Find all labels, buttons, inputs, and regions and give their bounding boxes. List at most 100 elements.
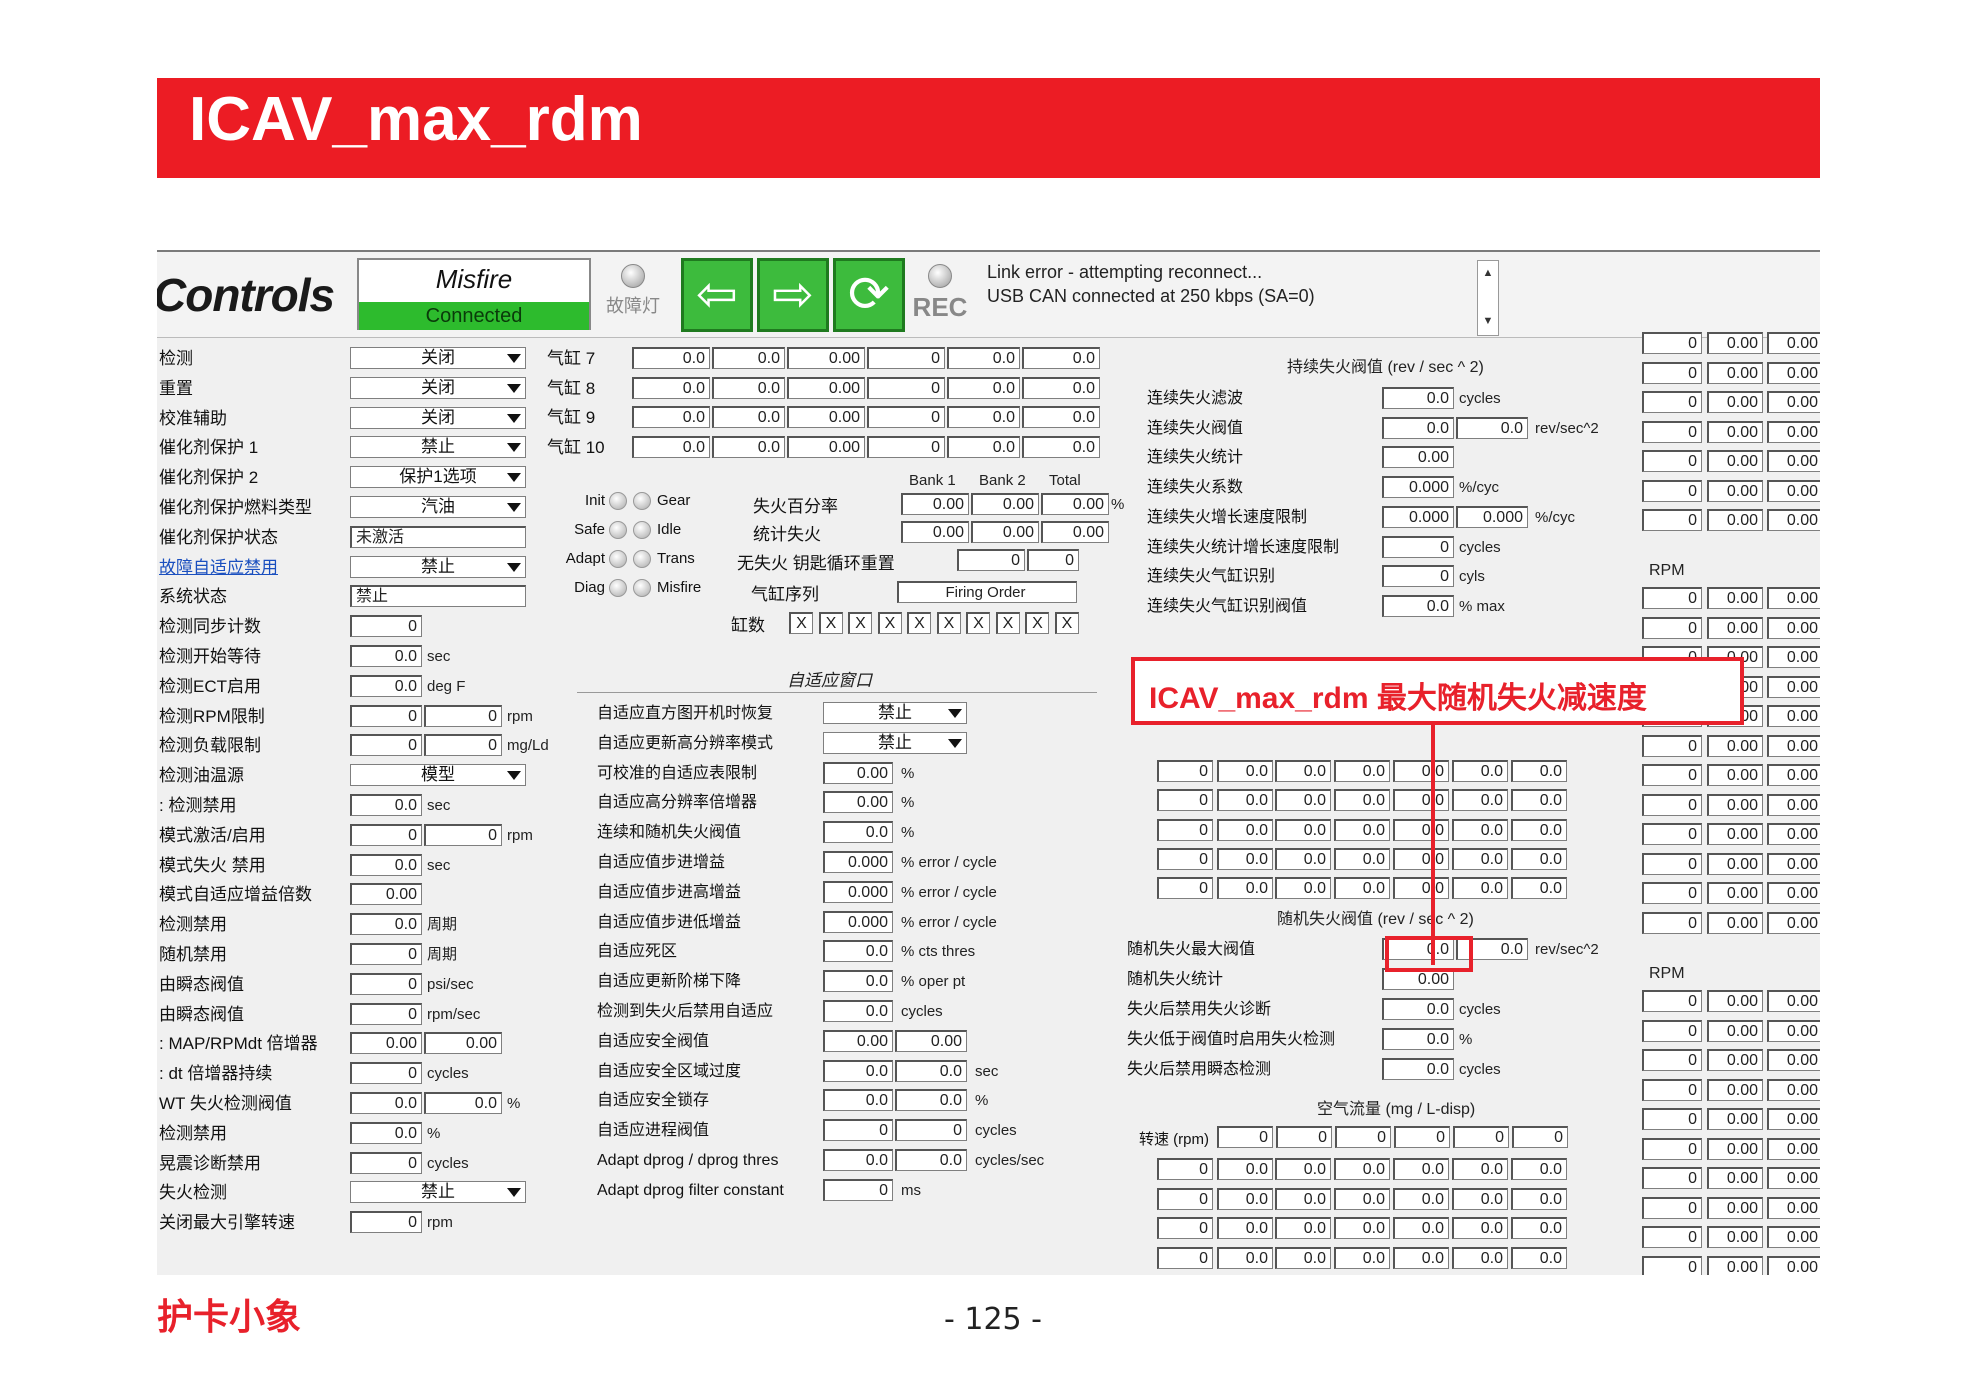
right-table-cell[interactable]: 0 <box>1642 882 1702 904</box>
right-table-cell[interactable]: 0 <box>1642 1226 1702 1248</box>
right-table-cell[interactable]: 0 <box>1642 1049 1702 1071</box>
right-table-cell[interactable]: 0.00 <box>1707 361 1763 384</box>
setting-value-input[interactable]: 0.00 <box>350 883 422 906</box>
right-table-cell[interactable]: 0 <box>1642 450 1702 472</box>
continuous-value-input[interactable]: 0 <box>1382 565 1454 588</box>
adaptive-value2-input[interactable]: 0.00 <box>895 1029 967 1052</box>
rpm-value[interactable]: 0 <box>1335 1126 1391 1148</box>
cylinder-count-cell[interactable]: X <box>1025 612 1049 634</box>
airflow-cell[interactable]: 0.0 <box>1452 1187 1508 1210</box>
right-table-cell[interactable]: 0 <box>1642 1196 1702 1219</box>
setting-value-input[interactable]: 0.0 <box>350 645 422 667</box>
right-table-cell[interactable]: 0.00 <box>1767 990 1820 1012</box>
rpm-value[interactable]: 0 <box>1512 1126 1568 1148</box>
setting-select[interactable]: 禁止 <box>350 555 526 578</box>
right-table-cell[interactable]: 0.00 <box>1767 793 1820 816</box>
adaptive-value2-input[interactable]: 0.0 <box>895 1059 967 1082</box>
airflow-cell[interactable]: 0.0 <box>1334 1187 1390 1210</box>
airflow-cell[interactable]: 0.0 <box>1452 1158 1508 1180</box>
cylinder-count-cell[interactable]: X <box>995 612 1020 634</box>
right-table-cell[interactable]: 0 <box>1642 1137 1702 1160</box>
scroll-down-icon[interactable]: ▼ <box>1482 315 1494 327</box>
random-value2-input[interactable]: 0.0 <box>1456 938 1528 960</box>
right-table-cell[interactable]: 0.00 <box>1707 1108 1763 1130</box>
grid-cell[interactable]: 0.0 <box>1334 789 1390 812</box>
setting-select[interactable]: 模型 <box>350 764 526 787</box>
right-table-cell[interactable]: 0.00 <box>1767 675 1820 698</box>
right-table-cell[interactable]: 0.00 <box>1707 1049 1763 1071</box>
grid-cell[interactable]: 0.0 <box>1275 789 1331 812</box>
setting-value2-input[interactable]: 0 <box>424 704 502 727</box>
airflow-cell[interactable]: 0.0 <box>1511 1246 1567 1269</box>
airflow-cell[interactable]: 0.0 <box>1217 1246 1273 1269</box>
continuous-value2-input[interactable]: 0.0 <box>1456 416 1528 439</box>
grid-cell[interactable]: 0.0 <box>1334 847 1390 870</box>
adaptive-value-input[interactable]: 0 <box>823 1178 893 1201</box>
right-table-cell[interactable]: 0.00 <box>1767 361 1820 384</box>
grid-cell[interactable]: 0 <box>1157 789 1213 812</box>
right-table-cell[interactable]: 0.00 <box>1767 823 1820 845</box>
grid-cell[interactable]: 0.0 <box>1217 847 1273 870</box>
setting-label[interactable]: 故障自适应禁用 <box>159 557 278 577</box>
grid-cell[interactable]: 0.0 <box>1452 847 1508 870</box>
right-table-cell[interactable]: 0.00 <box>1707 450 1763 472</box>
setting-select[interactable]: 禁止 <box>350 1181 526 1204</box>
right-table-cell[interactable]: 0.00 <box>1767 332 1820 354</box>
grid-cell[interactable]: 0.0 <box>1393 760 1449 782</box>
right-table-cell[interactable]: 0.00 <box>1707 1226 1763 1248</box>
adaptive-value-input[interactable]: 0.0 <box>823 1149 893 1171</box>
right-table-cell[interactable]: 0.00 <box>1767 882 1820 904</box>
continuous-value-input[interactable]: 0.0 <box>1382 594 1454 617</box>
right-table-cell[interactable]: 0 <box>1642 990 1702 1012</box>
right-table-cell[interactable]: 0.00 <box>1707 616 1763 639</box>
airflow-cell[interactable]: 0.0 <box>1452 1217 1508 1239</box>
setting-select[interactable]: 关闭 <box>350 406 526 429</box>
setting-select[interactable]: 汽油 <box>350 496 526 518</box>
cylinder-count-cell[interactable]: X <box>848 612 872 634</box>
right-table-cell[interactable]: 0 <box>1642 616 1702 639</box>
adaptive-value2-input[interactable]: 0 <box>895 1119 967 1142</box>
right-table-cell[interactable]: 0.00 <box>1707 587 1763 609</box>
right-table-cell[interactable]: 0 <box>1642 509 1702 531</box>
airflow-cell[interactable]: 0 <box>1157 1158 1213 1180</box>
right-table-cell[interactable]: 0.00 <box>1707 479 1763 502</box>
airflow-cell[interactable]: 0.0 <box>1393 1187 1449 1210</box>
right-table-cell[interactable]: 0.00 <box>1707 1078 1763 1101</box>
setting-value-input[interactable]: 0.0 <box>350 1092 422 1114</box>
adaptive-value-input[interactable]: 0.00 <box>823 1029 893 1052</box>
right-table-cell[interactable]: 0 <box>1642 1019 1702 1042</box>
setting-value2-input[interactable]: 0 <box>424 734 502 757</box>
right-table-cell[interactable]: 0.00 <box>1707 332 1763 354</box>
grid-cell[interactable]: 0.0 <box>1217 789 1273 812</box>
setting-value2-input[interactable]: 0.00 <box>424 1032 502 1055</box>
right-table-cell[interactable]: 0.00 <box>1767 450 1820 472</box>
rpm-value[interactable]: 0 <box>1276 1126 1332 1148</box>
log-scrollbar[interactable]: ▲ ▼ <box>1477 260 1499 336</box>
airflow-cell[interactable]: 0.0 <box>1275 1158 1331 1180</box>
right-table-cell[interactable]: 0 <box>1642 764 1702 786</box>
right-table-cell[interactable]: 0.00 <box>1767 1108 1820 1130</box>
grid-cell[interactable]: 0.0 <box>1275 877 1331 900</box>
right-table-cell[interactable]: 0.00 <box>1767 1255 1820 1275</box>
setting-value-input[interactable]: 0.0 <box>350 913 422 936</box>
continuous-value-input[interactable]: 0.000 <box>1382 505 1454 528</box>
airflow-cell[interactable]: 0.0 <box>1334 1158 1390 1180</box>
grid-cell[interactable]: 0.0 <box>1217 877 1273 900</box>
grid-cell[interactable]: 0.0 <box>1217 818 1273 841</box>
setting-value-input[interactable]: 0 <box>350 704 422 727</box>
right-table-cell[interactable]: 0.00 <box>1767 616 1820 639</box>
airflow-cell[interactable]: 0.0 <box>1217 1158 1273 1180</box>
grid-cell[interactable]: 0.0 <box>1511 760 1567 782</box>
adaptive-value-input[interactable]: 0.0 <box>823 970 893 993</box>
grid-cell[interactable]: 0.0 <box>1275 818 1331 841</box>
airflow-cell[interactable]: 0 <box>1157 1187 1213 1210</box>
setting-value-input[interactable]: 0.00 <box>350 1032 422 1055</box>
cylinder-count-cell[interactable]: X <box>877 612 902 634</box>
right-table-cell[interactable]: 0 <box>1642 1078 1702 1101</box>
right-table-cell[interactable]: 0 <box>1642 1255 1702 1275</box>
grid-cell[interactable]: 0.0 <box>1217 760 1273 782</box>
right-table-cell[interactable]: 0 <box>1642 1108 1702 1130</box>
grid-cell[interactable]: 0.0 <box>1334 760 1390 782</box>
grid-cell[interactable]: 0.0 <box>1334 877 1390 900</box>
right-table-cell[interactable]: 0.00 <box>1767 1019 1820 1042</box>
